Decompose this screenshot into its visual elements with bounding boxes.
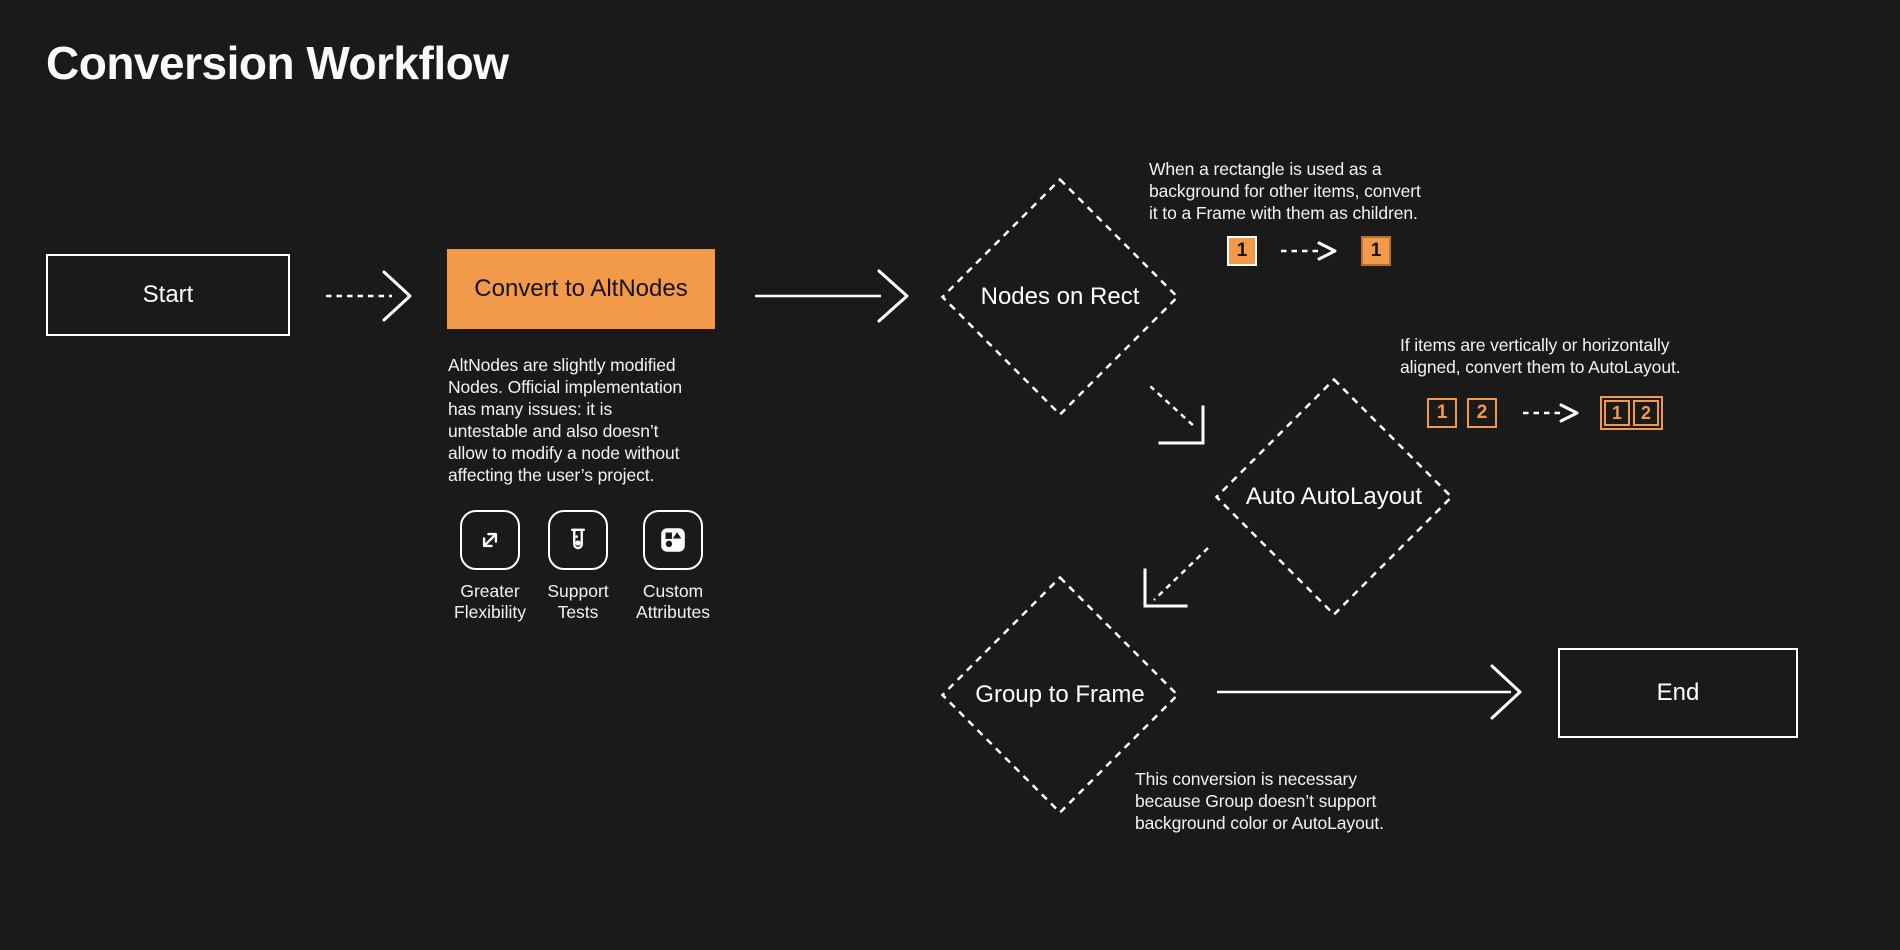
rect-item-number: 1 (1236, 240, 1248, 261)
feature-label: Custom Attributes (636, 581, 710, 622)
test-tube-icon (548, 510, 608, 570)
frame-item-number: 1 (1370, 240, 1382, 261)
item-box-1: 1 (1427, 398, 1457, 428)
autolayout-illustration: 1 2 1 2 (1427, 396, 1663, 430)
rect-item-box: 1 (1227, 236, 1257, 266)
rect-to-frame-illustration: 1 1 (1227, 236, 1391, 266)
nodes-on-rect-label: Nodes on Rect (980, 283, 1140, 310)
item-box-2: 2 (1467, 398, 1497, 428)
expand-arrows-icon (460, 510, 520, 570)
diamond-outline (940, 575, 1180, 815)
frame-item-box: 1 (1361, 236, 1391, 266)
auto-autolayout-label: Auto AutoLayout (1245, 483, 1423, 510)
mini-dashed-arrow (1281, 241, 1337, 261)
autolayout-group-box: 1 2 (1600, 396, 1663, 430)
mini-dashed-arrow (1523, 403, 1579, 423)
arrow-convert-to-nodes-on-rect (755, 269, 909, 323)
altnodes-description: AltNodes are slightly modified Nodes. Of… (448, 355, 683, 485)
flow-node-start: Start (46, 254, 290, 336)
group-to-frame-label: Group to Frame (975, 681, 1145, 708)
flow-node-convert-to-altnodes: Convert to AltNodes (447, 249, 715, 329)
feature-label: Greater Flexibility (454, 581, 526, 622)
page-title: Conversion Workflow (46, 37, 509, 89)
dashed-arrow-autolayout-to-group (1143, 547, 1209, 608)
item-number: 2 (1640, 402, 1651, 423)
start-node-label: Start (142, 281, 194, 308)
diamond-outline (940, 177, 1180, 417)
feature-support-tests: Support Tests (538, 510, 618, 623)
annotation-group-to-frame: This conversion is necessary because Gro… (1135, 769, 1384, 833)
feature-label: Support Tests (547, 581, 609, 622)
convert-node-label: Convert to AltNodes (474, 275, 688, 302)
dashed-arrow-start-to-convert (326, 270, 412, 322)
diamond-outline (1214, 377, 1454, 617)
end-node-label: End (1656, 679, 1700, 706)
item-number: 1 (1436, 402, 1448, 423)
annotation-auto-autolayout: If items are vertically or horizontally … (1400, 335, 1681, 377)
grouped-item-box-2: 2 (1633, 400, 1659, 426)
flow-node-group-to-frame: Group to Frame (940, 575, 1180, 815)
shapes-icon (643, 510, 703, 570)
dashed-arrow-rect-to-autolayout (1150, 386, 1205, 445)
item-number: 2 (1476, 402, 1488, 423)
grouped-item-box-1: 1 (1604, 400, 1630, 426)
flow-node-end: End (1558, 648, 1798, 738)
annotation-nodes-on-rect: When a rectangle is used as a background… (1149, 159, 1421, 223)
arrow-group-to-end (1217, 664, 1522, 720)
item-number: 1 (1611, 402, 1622, 423)
flow-node-nodes-on-rect: Nodes on Rect (940, 177, 1180, 417)
feature-greater-flexibility: Greater Flexibility (448, 510, 532, 623)
feature-custom-attributes: Custom Attributes (626, 510, 720, 623)
flow-node-auto-autolayout: Auto AutoLayout (1214, 377, 1454, 617)
